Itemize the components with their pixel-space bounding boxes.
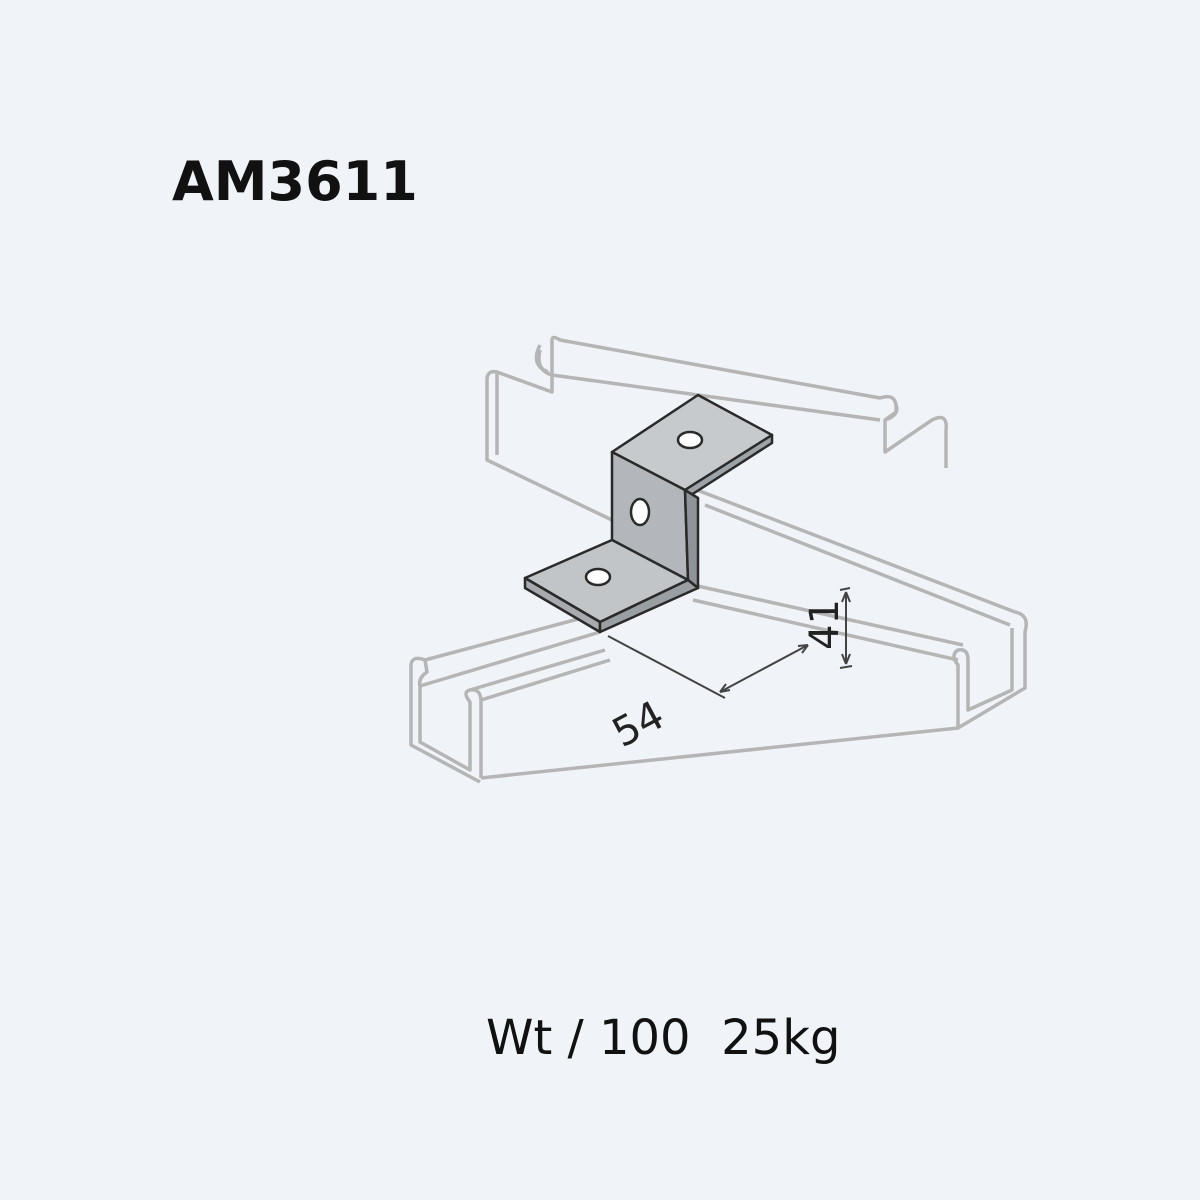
upper-channel [485,335,948,522]
top-flange-hole [676,430,704,450]
height-dimension [839,587,853,669]
weight-label: Wt / 100 [486,1010,691,1066]
width-dimension [607,635,809,699]
part-number-title: AM3611 [172,150,418,213]
weight-value: 25kg [721,1010,841,1066]
weight-line: Wt / 100 25kg [486,1010,840,1066]
z-bracket [523,393,774,634]
web-hole [629,497,651,527]
lower-channel [409,488,1028,784]
bottom-flange-hole [584,567,612,587]
width-dimension-label: 54 [605,692,672,757]
height-dimension-label: 41 [802,599,848,650]
